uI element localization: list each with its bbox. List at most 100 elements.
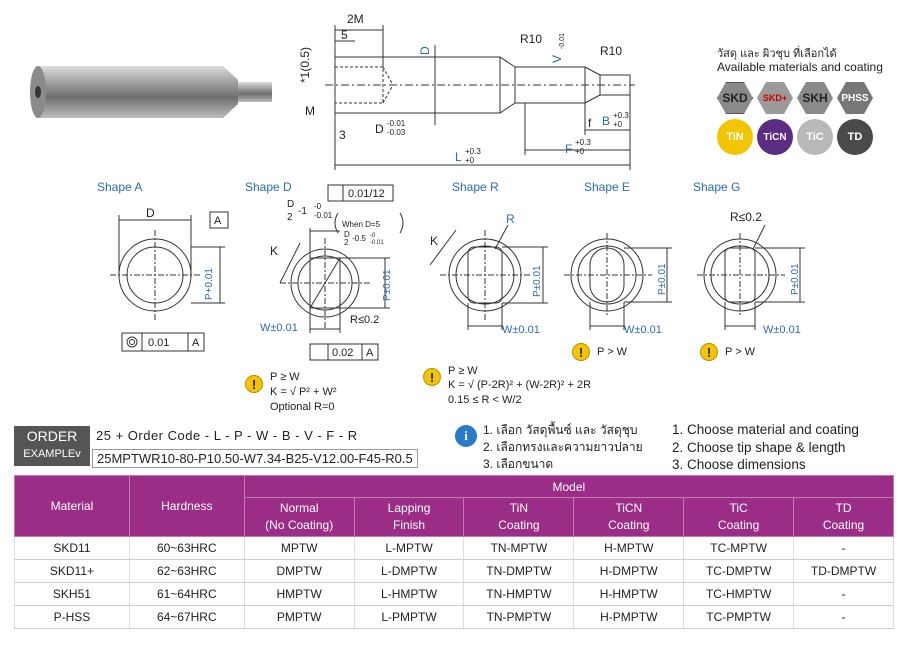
order-code: 25 + Order Code - L - P - W - B - V - F … [96,428,358,443]
table-cell: HMPTW [243,582,355,606]
dim-l-lo: +0 [465,156,475,165]
shape-g-note: P > W [725,346,756,358]
shape-d-when-up: -0 [370,233,376,239]
shape-r-r: R [506,212,515,226]
step-thai-3: 3. เลือกขนาด [483,457,554,471]
step-en-1: 1. Choose material and coating [672,422,859,437]
shape-a-title: Shape A [97,180,143,194]
table-cell: MPTW [243,536,355,560]
order-example-label: ORDER EXAMPLEv [14,426,90,466]
shape-e-title: Shape E [584,180,631,194]
shape-d-warning-icon: ! [245,375,263,393]
dim-r10-right: R10 [600,44,622,58]
dim-r10-left: R10 [520,32,542,46]
shape-d-w: W±0.01 [260,322,298,334]
shape-d-when-lo: -0.01 [370,240,384,246]
dim-d: D [418,46,432,55]
shape-d-r: R≤0.2 [350,314,379,326]
table-cell: 64~67HRC [128,605,245,629]
badge-phss: PHSS [837,82,873,114]
dim-1-05: *1(0.5) [298,47,312,83]
table-cell: TN-HMPTW [463,582,575,606]
shape-d-sym-datum: A [366,347,374,359]
shape-r-note2: K = √ (P-2R)² + (W-2R)² + 2R [448,379,592,391]
shape-g-drawing: R≤0.2 P±0.01 W±0.01 [697,210,805,336]
table-cell: - [793,582,894,606]
shape-g-p: P±0.01 [790,263,801,295]
table-cell: H-PMPTW [573,605,685,629]
table-cell: H-DMPTW [573,559,685,583]
badge-tic: TiC [797,119,833,155]
table-cell: TD-DMPTW [793,559,894,583]
shape-e-p: P±0.01 [657,263,668,295]
shape-r-drawing: R K P±0.01 W±0.01 [429,212,548,336]
table-cell: SKD11 [14,536,130,560]
shape-r-warning-icon: ! [423,368,441,386]
dim-f-small: f [588,116,592,130]
shape-a-p: P+0.01 [204,268,215,300]
shape-r-k: K [430,234,438,248]
shape-a-tol-datum: A [192,337,200,349]
table-cell: L-MPTW [353,536,465,560]
shape-a-drawing: D A P+0.01 0.01 A [110,206,229,352]
dim-3: 3 [339,128,346,142]
dim-b: B [602,114,610,128]
step-en-2: 2. Choose tip shape & length [672,439,846,455]
step-en-3: 3. Choose dimensions [672,457,806,472]
dim-d-tol-lo: -0.03 [387,128,406,137]
table-cell: TN-MPTW [463,536,575,560]
table-cell: 62~63HRC [128,559,245,583]
dim-l-up: +0.3 [465,147,481,156]
th-model: Model [243,475,895,498]
dim-v: V [550,55,564,63]
materials-header-thai: วัสดุ และ ผิวชุบ ที่เลือกได้ [717,48,837,60]
table-cell: SKD11+ [14,559,130,583]
table-cell: - [793,536,894,560]
shape-g-w: W±0.01 [763,324,801,336]
table-cell: L-PMPTW [353,605,465,629]
dim-5: 5 [341,28,348,42]
shape-d-drawing: 0.01/12 D 2 -1 -0 -0.01 When D=5 D 2 -0.… [260,184,404,361]
shape-g-warning-icon: ! [700,343,718,361]
dim-b-up: +0.3 [613,111,629,120]
dim-l: L [455,150,462,164]
table-cell: TN-DMPTW [463,559,575,583]
dim-m: M [305,104,315,118]
table-cell: DMPTW [243,559,355,583]
order-label-2: EXAMPLEv [23,448,81,460]
shape-d-k: K [270,244,278,258]
shape-d-d2-up: -0 [314,202,322,211]
table-cell: TC-PMPTW [683,605,795,629]
shape-g-r: R≤0.2 [730,210,762,224]
dim-d-tol: D [375,122,384,136]
shape-r-note3: 0.15 ≤ R < W/2 [448,394,522,406]
table-cell: - [793,605,894,629]
badge-skd-plus: SKD+ [757,82,793,114]
table-cell: H-MPTW [573,536,685,560]
shape-d-note3: Optional R=0 [270,401,335,413]
dim-v-tol: -0.01 [559,33,566,49]
info-icon: i [455,425,477,447]
badge-skd: SKD [717,82,753,114]
order-label-1: ORDER [26,428,78,444]
dim-b-lo: +0 [613,120,623,129]
order-example-code: 25MPTWR10-80-P10.50-W7.34-B25-V12.00-F45… [92,449,418,468]
shape-e-warning-icon: ! [572,343,590,361]
dim-f-up: +0.3 [575,138,591,147]
badge-tin: TiN [717,119,753,155]
shape-d-when: When D=5 [342,220,381,229]
th-material: Material [14,475,130,537]
shape-g-title: Shape G [693,180,741,194]
table-cell: P-HSS [14,605,130,629]
badge-ticn: TiCN [757,119,793,155]
shape-a-datum: A [214,215,222,227]
table-cell: TC-DMPTW [683,559,795,583]
table-cell: 61~64HRC [128,582,245,606]
dim-d-tol-up: -0.01 [387,119,406,128]
model-table: Material Hardness Model Normal(No Coatin… [14,475,895,629]
